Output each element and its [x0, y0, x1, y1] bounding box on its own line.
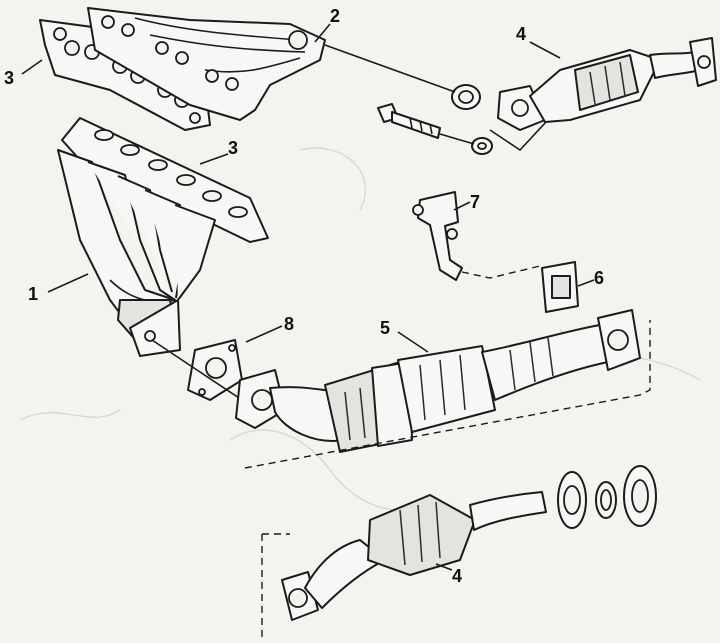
leader-4-bottom: [435, 563, 453, 571]
leader-4-top: [529, 41, 561, 59]
callout-2: 2: [330, 6, 340, 26]
exhaust-manifold[interactable]: [57, 149, 216, 357]
leader-2: [314, 23, 331, 43]
lower-manifold-gasket[interactable]: [61, 117, 269, 243]
lower-assembly-bracket: [261, 533, 290, 640]
leader-5: [397, 331, 429, 353]
callout-8: 8: [284, 314, 294, 334]
alignment-line-manifold: [151, 339, 246, 403]
lower-cat-flange[interactable]: [557, 471, 587, 529]
spring-washer[interactable]: [471, 137, 493, 155]
callout-3-top: 3: [4, 68, 14, 88]
mounting-bracket[interactable]: [412, 191, 463, 281]
leader-3-mid: [199, 153, 229, 165]
leader-6: [577, 279, 595, 287]
alignment-line-bolt: [439, 133, 475, 145]
upper-catalytic-converter[interactable]: [497, 37, 717, 131]
leader-8: [245, 325, 283, 343]
lower-cat-gasket[interactable]: [623, 465, 657, 527]
lower-catalytic-converter[interactable]: [281, 491, 547, 621]
front-pipe-assembly[interactable]: [235, 309, 641, 453]
rubber-mounting[interactable]: [541, 261, 579, 313]
alignment-line-upper: [324, 44, 456, 93]
callout-7: 7: [470, 192, 480, 212]
callout-1: 1: [28, 284, 38, 304]
assembly-bracket-line: [244, 320, 651, 469]
alignment-line-cat-top: [489, 121, 547, 152]
leader-3-top: [21, 59, 43, 75]
ring-seal-upper[interactable]: [451, 84, 481, 110]
leader-1: [47, 273, 89, 293]
leader-7: [453, 201, 471, 211]
lower-cat-ring-seal[interactable]: [595, 481, 617, 519]
bracket-link-line: [461, 265, 541, 279]
callout-5: 5: [380, 318, 390, 338]
callout-6: 6: [594, 268, 604, 288]
callout-4-bottom: 4: [452, 566, 462, 586]
callout-3-mid: 3: [228, 138, 238, 158]
flange-gasket[interactable]: [187, 339, 243, 401]
callout-4-top: 4: [516, 24, 526, 44]
upper-exhaust-manifold[interactable]: [87, 7, 326, 121]
mounting-bolt[interactable]: [377, 103, 441, 139]
